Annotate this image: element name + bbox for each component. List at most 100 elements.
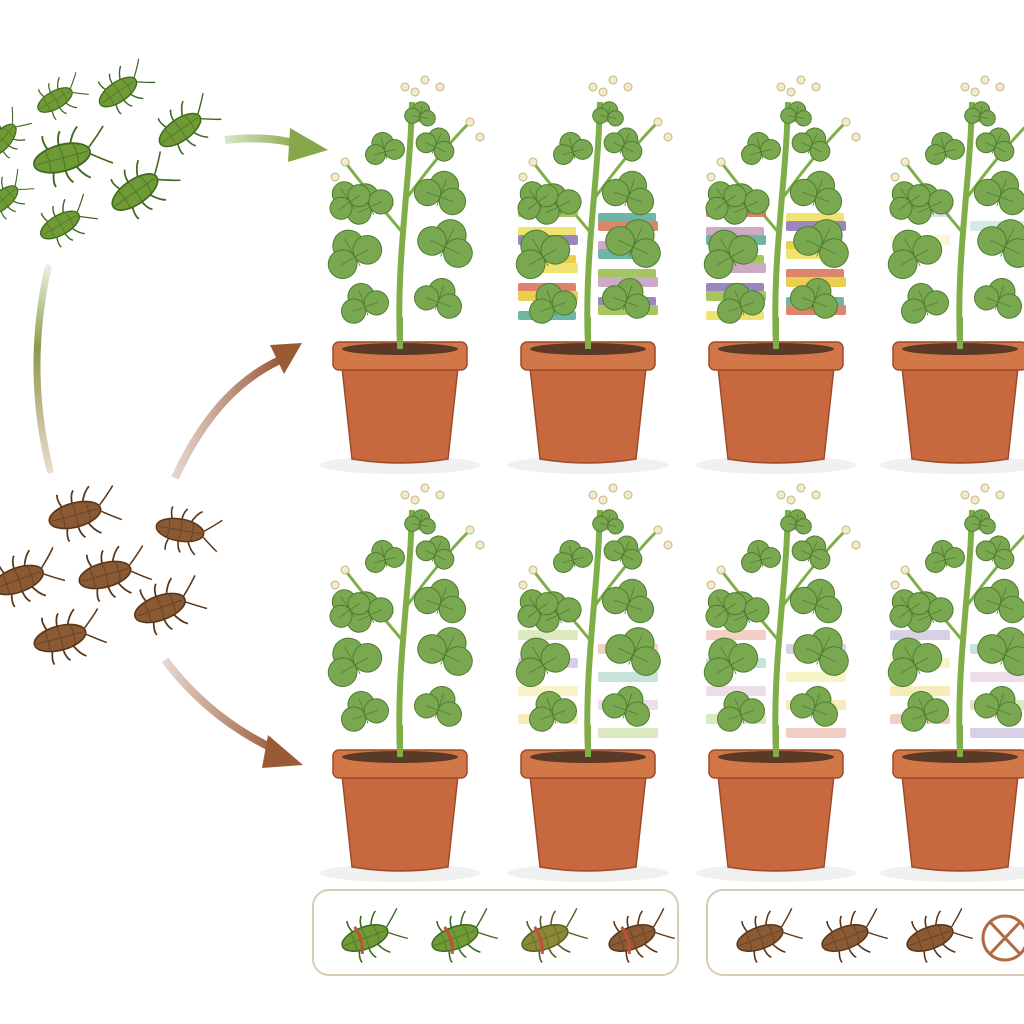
leaf	[365, 132, 405, 165]
leaf	[414, 685, 462, 727]
flower-pot	[520, 725, 656, 872]
leaf	[791, 127, 831, 162]
leaf	[515, 229, 571, 279]
leaf	[327, 229, 383, 279]
green-insect	[157, 93, 222, 156]
leaf	[901, 690, 949, 732]
leaf	[553, 132, 593, 165]
brown-arrow-down-head	[262, 735, 303, 768]
leaf	[974, 685, 1022, 727]
leaf	[790, 277, 838, 319]
leaf	[791, 535, 831, 570]
legend-insect-green-banded	[431, 908, 498, 964]
leaf	[887, 229, 943, 279]
green-insect	[0, 168, 35, 220]
flower-pot	[892, 317, 1024, 464]
green-insect-swarm	[0, 58, 222, 248]
leaf	[964, 509, 996, 535]
green-insect	[33, 125, 114, 188]
leaf	[977, 627, 1024, 676]
green-insect	[97, 58, 156, 115]
legend-insect-brown	[906, 908, 973, 964]
leaf	[602, 277, 650, 319]
brown-arrow-up-head	[270, 343, 302, 374]
flower-clusters	[706, 75, 861, 182]
stem	[584, 101, 603, 348]
leaf	[341, 690, 389, 732]
leaf	[789, 170, 843, 216]
leaf	[603, 535, 643, 570]
stem	[396, 101, 415, 348]
leaf	[327, 637, 383, 687]
green-insect	[37, 72, 89, 121]
leaf	[605, 627, 661, 676]
legend-insect-brown-banded	[608, 908, 675, 964]
leaf	[975, 535, 1015, 570]
leaf	[602, 685, 650, 727]
no-insect-symbol-icon	[981, 914, 1024, 962]
leaf	[413, 170, 467, 216]
leaf	[925, 540, 965, 573]
green-arrow-shaft	[224, 134, 302, 149]
leaf	[417, 219, 473, 268]
leaf	[329, 181, 371, 220]
brown-insect	[33, 608, 108, 666]
flower-pot	[520, 317, 656, 464]
leaf	[793, 219, 849, 268]
leaf	[790, 685, 838, 727]
flower-clusters	[330, 75, 485, 182]
flower-clusters	[518, 483, 673, 590]
leaf	[517, 589, 559, 628]
plant-row2-2	[508, 483, 673, 882]
leaf	[889, 181, 931, 220]
plant-row1-1	[320, 75, 485, 474]
leaf	[780, 101, 812, 127]
leaf	[417, 627, 473, 676]
connecting-arc	[33, 264, 54, 474]
brown-insect	[134, 575, 208, 636]
leaf	[705, 589, 747, 628]
leaf	[517, 181, 559, 220]
leaf	[413, 578, 467, 624]
stem	[584, 509, 603, 756]
leaf	[529, 282, 577, 324]
legend-insect-brown	[821, 908, 888, 964]
leaf	[789, 578, 843, 624]
leaf	[601, 170, 655, 216]
stem	[956, 101, 975, 348]
stem	[396, 509, 415, 756]
leaf	[553, 540, 593, 573]
brown-insect	[0, 547, 66, 608]
insect-swarms	[0, 58, 223, 666]
legend-box-2	[706, 889, 1024, 976]
brown-insect	[48, 485, 123, 543]
leaf	[741, 132, 781, 165]
flower-pot	[332, 725, 468, 872]
legend-box-1	[312, 889, 679, 976]
flower-clusters	[890, 75, 1005, 182]
leaf	[329, 589, 371, 628]
leaf	[605, 219, 661, 268]
plant-row1-2	[508, 75, 673, 474]
leaf	[703, 637, 759, 687]
leaf	[977, 219, 1024, 268]
leaf	[404, 509, 436, 535]
leaf	[717, 282, 765, 324]
green-insect	[110, 151, 181, 220]
leaf	[592, 101, 624, 127]
leaf	[414, 277, 462, 319]
leaf	[889, 589, 931, 628]
flower-clusters	[706, 483, 861, 590]
flower-pot	[708, 317, 844, 464]
stem	[956, 509, 975, 756]
leaf	[601, 578, 655, 624]
leaf	[592, 509, 624, 535]
leaf	[603, 127, 643, 162]
leaf	[515, 637, 571, 687]
legend-panel	[312, 889, 1024, 976]
flower-pot	[332, 317, 468, 464]
leaf	[415, 127, 455, 162]
stem	[772, 509, 791, 756]
leaf	[705, 181, 747, 220]
